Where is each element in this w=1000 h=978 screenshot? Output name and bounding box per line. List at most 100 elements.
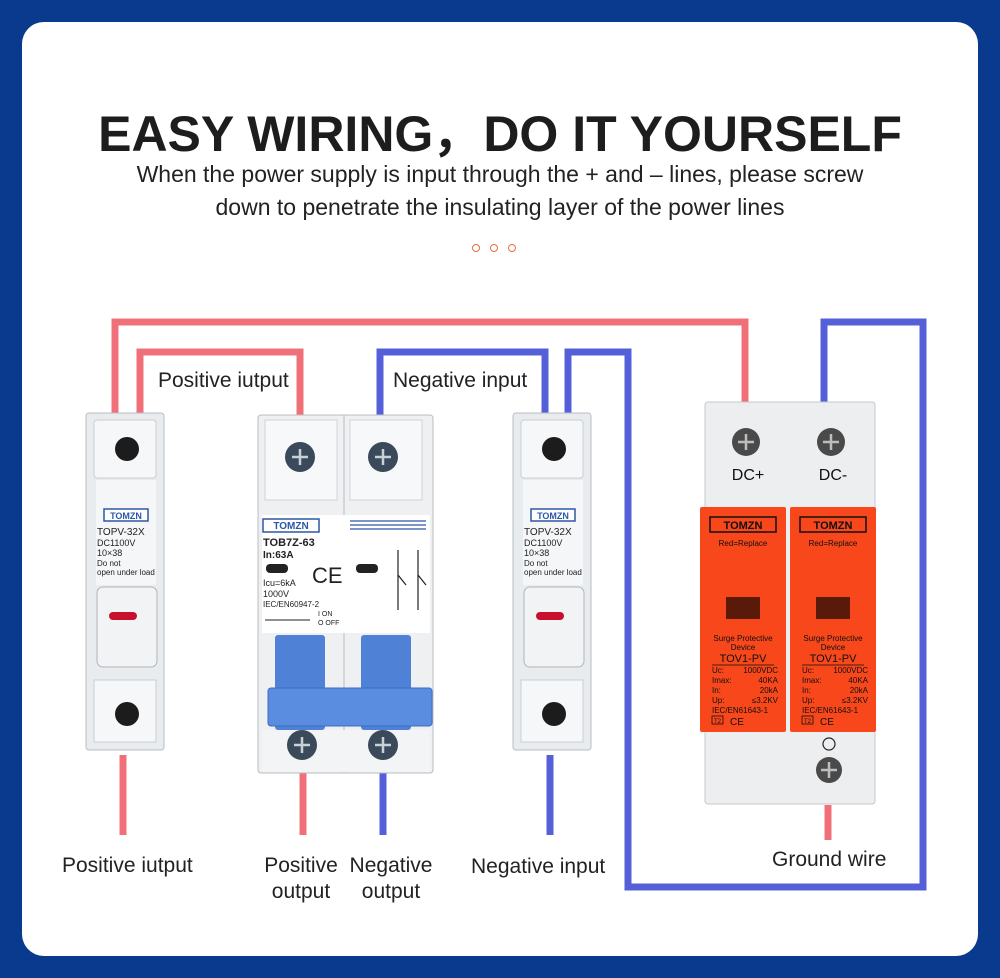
spd-replace: Red=Replace xyxy=(809,539,858,548)
spd-brand: TOMZN xyxy=(724,520,763,532)
breaker-handle-bar[interactable] xyxy=(267,687,433,727)
surge-protective-device: DC+ DC- TOMZN Red=Replace Surge Protecti… xyxy=(700,401,876,805)
screw-icon xyxy=(542,702,566,726)
red-wire-top-loop xyxy=(111,318,749,420)
spd-brand: TOMZN xyxy=(814,520,853,532)
spd-uc-value: 1000VDC xyxy=(833,666,868,675)
brand-box xyxy=(103,508,149,522)
brand-box xyxy=(262,518,320,533)
page-subtitle: When the power supply is input through t… xyxy=(62,158,938,224)
label-top-positive: Positive iutput xyxy=(158,369,289,392)
spd-replace: Red=Replace xyxy=(719,539,768,548)
breaker-window xyxy=(356,564,378,573)
spd-window xyxy=(816,597,850,619)
circuit-breaker: TOMZN TOB7Z-63 In:63A CE Icu=6kA 1000V I… xyxy=(257,414,434,774)
spd-name-2: Device xyxy=(821,643,846,652)
spd-module-right: TOMZN Red=Replace Surge Protective Devic… xyxy=(790,507,876,732)
fuse-model: TOPV-32X xyxy=(524,527,572,538)
label-negative-output-line1: Negative xyxy=(349,854,433,877)
spd-dcminus: DC- xyxy=(819,467,847,484)
spd-up-value: ≤3.2KV xyxy=(752,696,779,705)
fuse-size: 10×38 xyxy=(97,548,122,558)
fuse-voltage: DC1100V xyxy=(97,538,135,548)
spd-in-value: 20kA xyxy=(850,686,869,695)
screw-icon xyxy=(115,702,139,726)
spd-model: TOV1-PV xyxy=(720,653,768,665)
spd-uc-label: Uc: xyxy=(802,666,814,675)
spd-imax-value: 40KA xyxy=(848,676,868,685)
fuse-warning-2: open under load xyxy=(97,568,155,577)
page-title: EASY WIRING，DO IT YOURSELF xyxy=(98,106,902,162)
red-wires xyxy=(111,318,832,840)
indicator-light xyxy=(536,612,564,620)
spd-in-value: 20kA xyxy=(760,686,779,695)
label-negative-output-line2: output xyxy=(361,880,421,903)
spd-uc-value: 1000VDC xyxy=(743,666,778,675)
dot-icon xyxy=(490,244,498,252)
spd-in-label: In: xyxy=(802,686,811,695)
breaker-off: O OFF xyxy=(318,620,339,627)
spd-name-1: Surge Protective xyxy=(713,634,773,643)
spd-window xyxy=(726,597,760,619)
fuse-size: 10×38 xyxy=(524,548,549,558)
fuse-warning-1: Do not xyxy=(524,559,548,568)
brand-box xyxy=(530,508,576,522)
spd-standard: IEC/EN61643-1 xyxy=(712,706,769,715)
spd-name-1: Surge Protective xyxy=(803,634,863,643)
fuse-brand: TOMZN xyxy=(537,511,569,521)
label-bottom-negative-input: Negative input xyxy=(471,855,606,878)
indicator-light xyxy=(109,612,137,620)
breaker-model: TOB7Z-63 xyxy=(263,537,315,549)
breaker-rating: In:63A xyxy=(263,550,294,561)
circuit-symbol-icon xyxy=(397,550,427,610)
spd-up-label: Up: xyxy=(712,696,724,705)
subtitle-line-2: down to penetrate the insulating layer o… xyxy=(215,194,785,220)
spd-standard: IEC/EN61643-1 xyxy=(802,706,859,715)
fuse-brand: TOMZN xyxy=(110,511,142,521)
label-positive-output-line2: output xyxy=(271,880,331,903)
breaker-window xyxy=(266,564,288,573)
breaker-volt: 1000V xyxy=(263,589,289,599)
spd-imax-label: Imax: xyxy=(802,676,822,685)
screw-icon xyxy=(115,437,139,461)
label-bottom-positive: Positive iutput xyxy=(62,854,193,877)
label-ground-wire: Ground wire xyxy=(772,848,887,871)
spd-ce: CE xyxy=(820,717,834,728)
spd-up-label: Up: xyxy=(802,696,814,705)
breaker-brand: TOMZN xyxy=(273,521,308,532)
dot-icon xyxy=(508,244,516,252)
blue-wire-breaker-to-fuse xyxy=(376,348,549,420)
fuse-holder-right: TOMZN TOPV-32X DC1100V 10×38 Do not open… xyxy=(512,412,592,751)
spd-model: TOV1-PV xyxy=(810,653,858,665)
blue-wire-big-loop xyxy=(564,318,927,891)
spd-uc-label: Uc: xyxy=(712,666,724,675)
spd-name-2: Device xyxy=(731,643,756,652)
label-positive-output-line1: Positive xyxy=(264,854,338,877)
spd-t2: T2 xyxy=(804,719,812,725)
ce-mark: CE xyxy=(312,563,343,588)
breaker-on: I ON xyxy=(318,611,332,618)
breaker-standard: IEC/EN60947-2 xyxy=(263,600,320,609)
fuse-model: TOPV-32X xyxy=(97,527,145,538)
fuse-warning-2: open under load xyxy=(524,568,582,577)
ground-symbol-icon xyxy=(822,737,836,751)
label-negative-output: Negative output xyxy=(348,853,434,905)
blue-wires xyxy=(376,318,927,891)
red-wire-fuse-to-breaker xyxy=(136,348,304,420)
spd-t2: T2 xyxy=(714,719,722,725)
label-positive-output: Positive output xyxy=(262,853,340,905)
fuse-voltage: DC1100V xyxy=(524,538,562,548)
fuse-warning-1: Do not xyxy=(97,559,121,568)
spd-in-label: In: xyxy=(712,686,721,695)
spd-up-value: ≤3.2KV xyxy=(842,696,869,705)
label-top-negative: Negative input xyxy=(393,369,528,392)
spd-module-left: TOMZN Red=Replace Surge Protective Devic… xyxy=(700,507,786,732)
breaker-icu: Icu=6kA xyxy=(263,578,296,588)
spd-dcplus: DC+ xyxy=(732,467,764,484)
decorative-dots xyxy=(468,240,528,256)
spd-ce: CE xyxy=(730,717,744,728)
dot-icon xyxy=(472,244,480,252)
screw-icon xyxy=(542,437,566,461)
subtitle-line-1: When the power supply is input through t… xyxy=(136,161,864,187)
fuse-holder-left: TOMZN TOPV-32X DC1100V 10×38 Do not open… xyxy=(85,412,165,751)
